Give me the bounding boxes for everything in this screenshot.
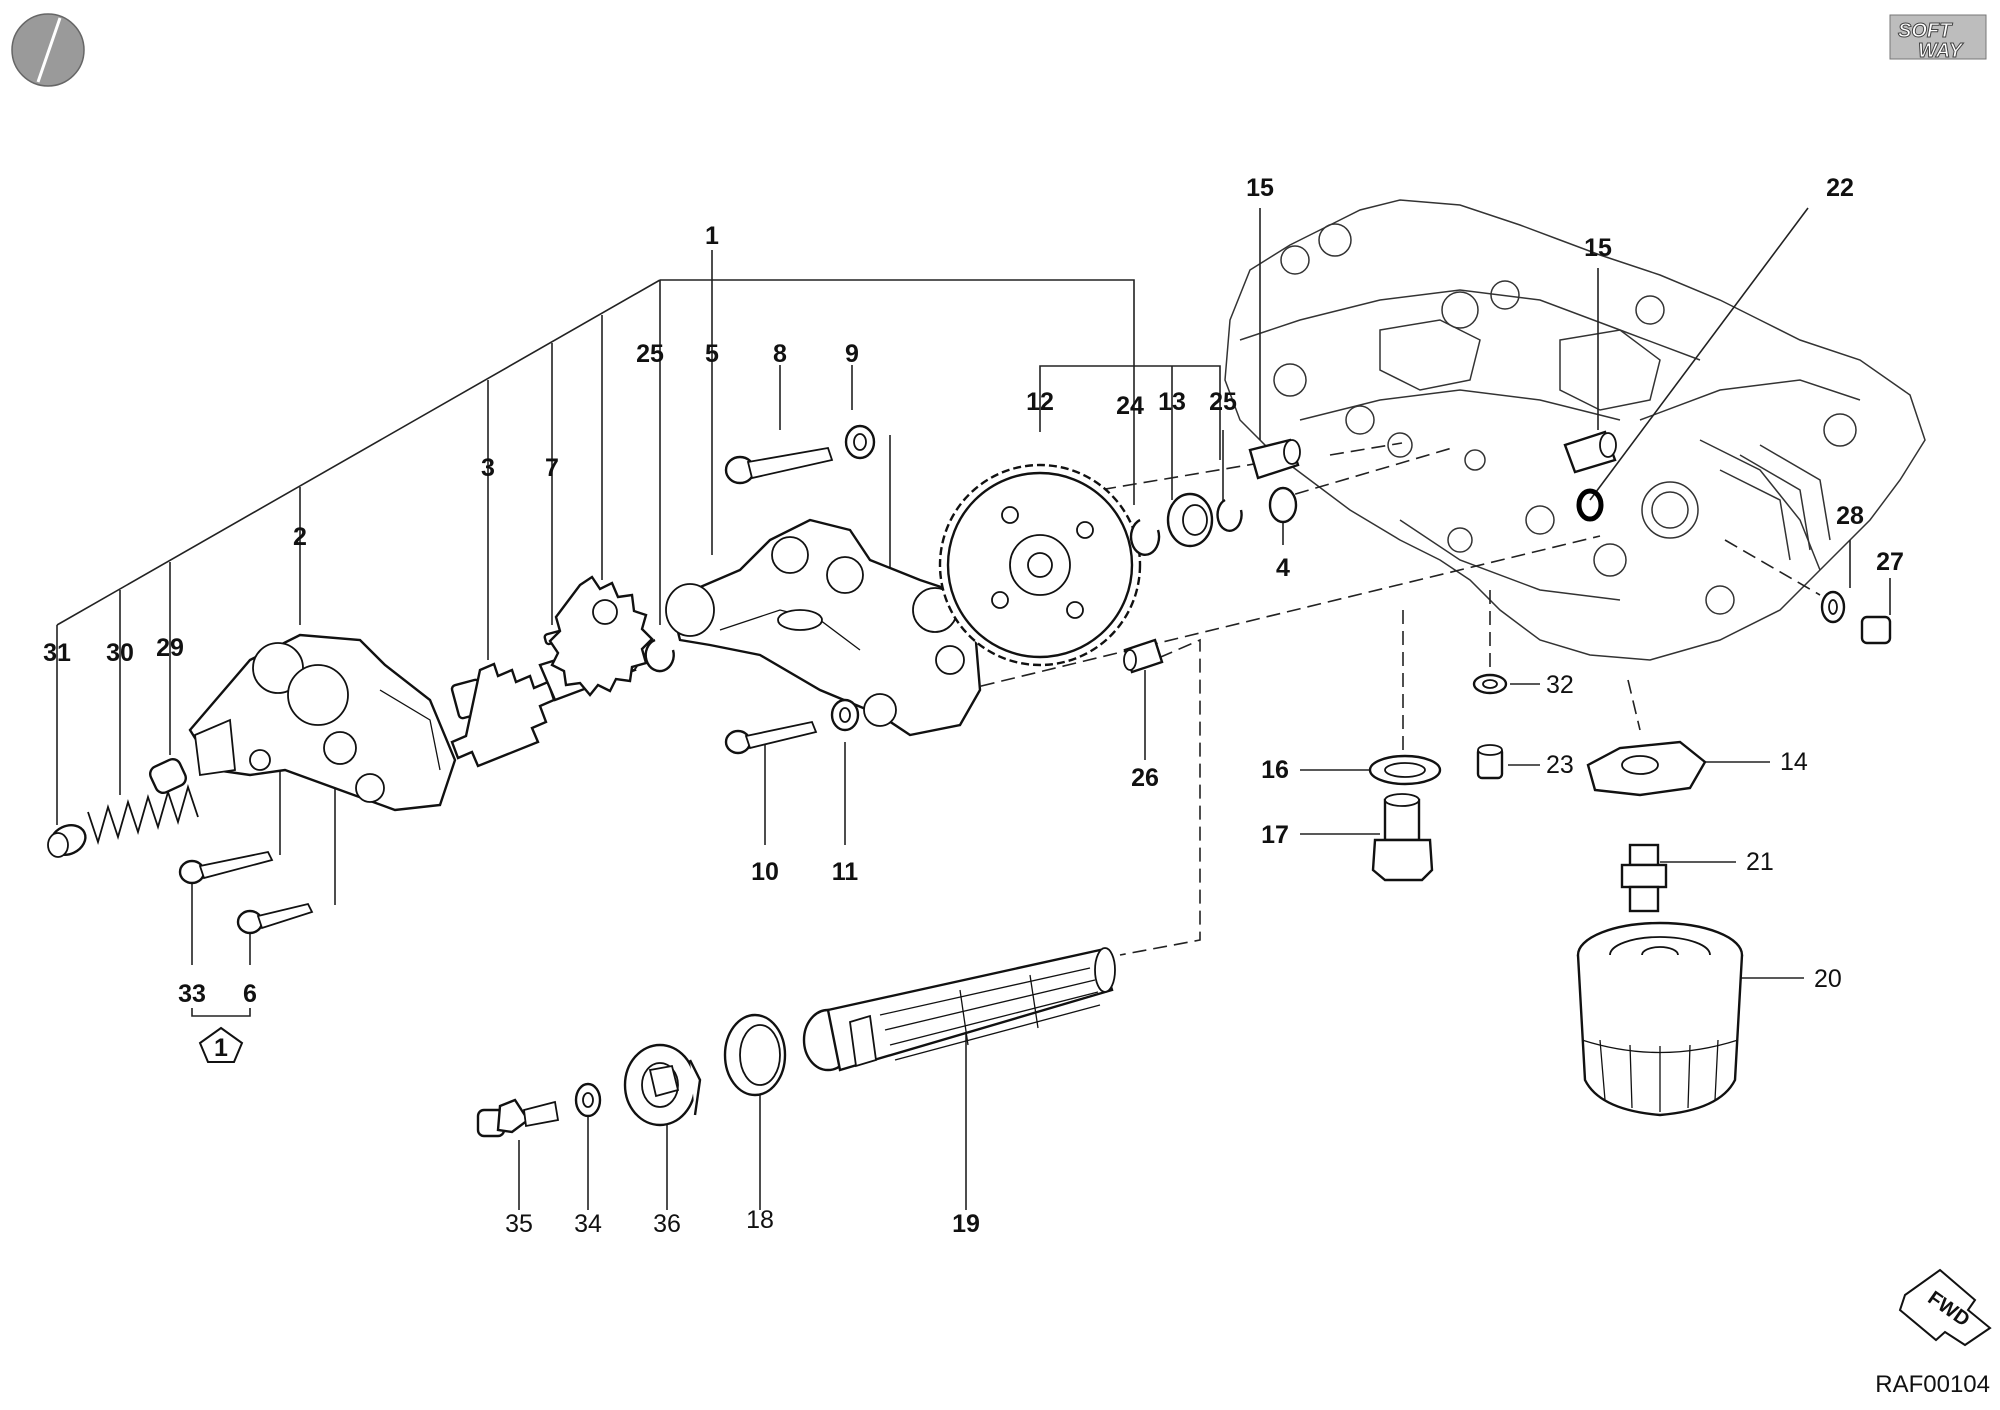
callout-11: 11 xyxy=(832,858,859,886)
part-28-washer xyxy=(1820,590,1846,624)
callout-24: 24 xyxy=(1116,392,1144,420)
callout-15b: 15 xyxy=(1584,234,1612,262)
callout-25b: 25 xyxy=(1209,388,1237,416)
part-30-spring xyxy=(87,783,199,846)
callout-22: 22 xyxy=(1826,174,1854,202)
part-25-circlip-2 xyxy=(1216,498,1243,532)
part-17-drain-plug xyxy=(1371,793,1434,882)
callout-27: 27 xyxy=(1876,548,1904,576)
part-32-washer xyxy=(1472,673,1508,695)
callout-32: 32 xyxy=(1546,671,1574,699)
part-36-filter-cap xyxy=(623,1043,702,1127)
part-19-oil-strainer xyxy=(802,947,1116,1072)
callout-25a: 25 xyxy=(636,340,664,368)
callout-7: 7 xyxy=(545,454,559,482)
callout-33: 33 xyxy=(178,980,206,1008)
part-23-plug xyxy=(1476,744,1504,780)
part-15-dowel xyxy=(1248,438,1301,480)
part-10-bolt xyxy=(724,720,818,755)
logo-text-way: WAY xyxy=(1918,40,1964,62)
callout-8: 8 xyxy=(773,340,787,368)
part-26-sleeve xyxy=(1123,638,1164,674)
callout-13: 13 xyxy=(1158,388,1186,416)
part-33-bolt xyxy=(178,850,274,885)
callout-2: 2 xyxy=(293,523,307,551)
callout-1: 1 xyxy=(705,222,719,250)
part-27-plug xyxy=(1860,615,1892,645)
callout-4: 4 xyxy=(1276,554,1290,582)
corner-badge-icon xyxy=(11,13,85,87)
part-15-dowel-2 xyxy=(1563,430,1617,474)
part-6-bolt xyxy=(236,902,314,935)
callout-30: 30 xyxy=(106,639,134,667)
part-18-o-ring xyxy=(723,1013,787,1097)
crankcase-housing xyxy=(1224,199,1926,661)
part-4-o-ring xyxy=(1268,486,1298,524)
callout-3: 3 xyxy=(481,454,495,482)
part-20-oil-filter xyxy=(1576,921,1744,1117)
callout-10: 10 xyxy=(751,858,779,886)
part-22-o-ring xyxy=(1576,488,1604,522)
callout-31: 31 xyxy=(43,639,71,667)
callout-numbers: 1 2 3 4 5 6 7 8 9 10 11 12 13 14 15 15 1… xyxy=(43,174,1904,1238)
part-5-pump-body xyxy=(665,518,982,737)
softway-logo: SOFT WAY xyxy=(1889,14,1987,63)
part-small-gear xyxy=(548,575,654,697)
part-24-circlip xyxy=(1129,518,1161,556)
callout-16: 16 xyxy=(1261,756,1289,784)
callout-23: 23 xyxy=(1546,751,1574,779)
callout-6: 6 xyxy=(243,980,257,1008)
callout-12: 12 xyxy=(1026,388,1054,416)
fwd-arrow-icon: FWD xyxy=(1898,1268,1992,1347)
part-31-plug xyxy=(47,824,87,858)
callout-34: 34 xyxy=(574,1210,602,1238)
pentagon-label: 1 xyxy=(214,1034,228,1062)
callout-29: 29 xyxy=(156,634,184,662)
callout-20: 20 xyxy=(1814,965,1842,993)
part-25-circlip xyxy=(644,638,675,673)
part-21-union-nipple xyxy=(1620,843,1668,913)
drawing-code: RAF00104 xyxy=(1875,1371,1990,1398)
callout-35: 35 xyxy=(505,1210,533,1238)
part-16-sealing-washer xyxy=(1368,754,1442,786)
callout-19: 19 xyxy=(952,1210,980,1238)
callout-15a: 15 xyxy=(1246,174,1274,202)
callout-28: 28 xyxy=(1836,502,1864,530)
callout-9: 9 xyxy=(845,340,859,368)
part-29-valve xyxy=(149,757,187,795)
pentagon-symbol-icon: 1 xyxy=(198,1026,244,1063)
part-34-washer xyxy=(574,1082,602,1118)
callout-17: 17 xyxy=(1261,821,1289,849)
callout-18: 18 xyxy=(746,1206,774,1234)
part-11-washer xyxy=(830,698,860,732)
part-8-bolt xyxy=(724,446,834,485)
part-12-drive-gear xyxy=(938,463,1142,667)
callout-5: 5 xyxy=(705,340,719,368)
part-14-retaining-plate xyxy=(1586,740,1707,797)
callout-36: 36 xyxy=(653,1210,681,1238)
part-35-bolt xyxy=(476,1098,560,1138)
leader-lines xyxy=(56,207,1891,1210)
part-9-washer xyxy=(844,424,876,460)
part-13-bearing xyxy=(1166,492,1214,548)
part-2-pump-cover xyxy=(188,633,457,812)
callout-14: 14 xyxy=(1780,748,1808,776)
logo-text-soft: SOFT xyxy=(1898,20,1953,42)
callout-21: 21 xyxy=(1746,848,1774,876)
callout-26: 26 xyxy=(1131,764,1159,792)
